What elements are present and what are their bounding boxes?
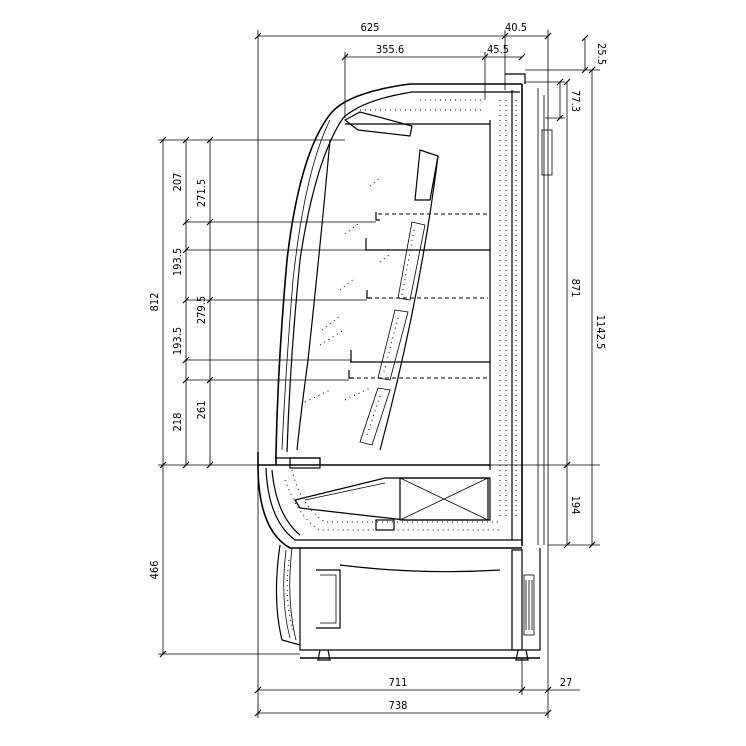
dim-overall-depth: 625 — [361, 21, 380, 34]
dimension-lines — [158, 30, 600, 718]
insulation — [284, 99, 517, 531]
dim-inner-width: 711 — [389, 676, 408, 689]
dim-canopy-height: 77.3 — [569, 90, 582, 112]
dim-cabinet-height: 871 — [569, 279, 582, 298]
shelves — [296, 139, 490, 451]
dim-top-gap: 25.5 — [595, 43, 608, 65]
dim-shelf-1: 207 — [171, 173, 184, 192]
dim-foot-offset: 27 — [560, 676, 573, 689]
dim-rear-offset: 40.5 — [505, 21, 527, 34]
cabinet-outline — [275, 73, 553, 546]
dim-lower-height: 466 — [148, 561, 161, 580]
dim-pitch-2: 279.5 — [195, 296, 208, 324]
dim-canopy-depth: 355.6 — [376, 43, 404, 56]
dim-total-height: 1142.5 — [594, 315, 607, 350]
dim-shelf-4: 218 — [171, 413, 184, 432]
dim-pitch-3: 261 — [195, 401, 208, 420]
dim-canopy-step: 45.5 — [487, 43, 509, 56]
dim-shelf-2: 193.5 — [171, 248, 184, 276]
dim-overall-width: 738 — [389, 699, 408, 712]
dimension-labels: 625 40.5 355.6 45.5 25.5 77.3 871 1142.5… — [148, 21, 608, 712]
dim-display-height: 812 — [148, 293, 161, 312]
dim-pitch-1: 271.5 — [195, 179, 208, 207]
dim-shelf-3: 193.5 — [171, 327, 184, 355]
base-section — [257, 452, 541, 661]
dim-base-height: 194 — [569, 496, 582, 515]
